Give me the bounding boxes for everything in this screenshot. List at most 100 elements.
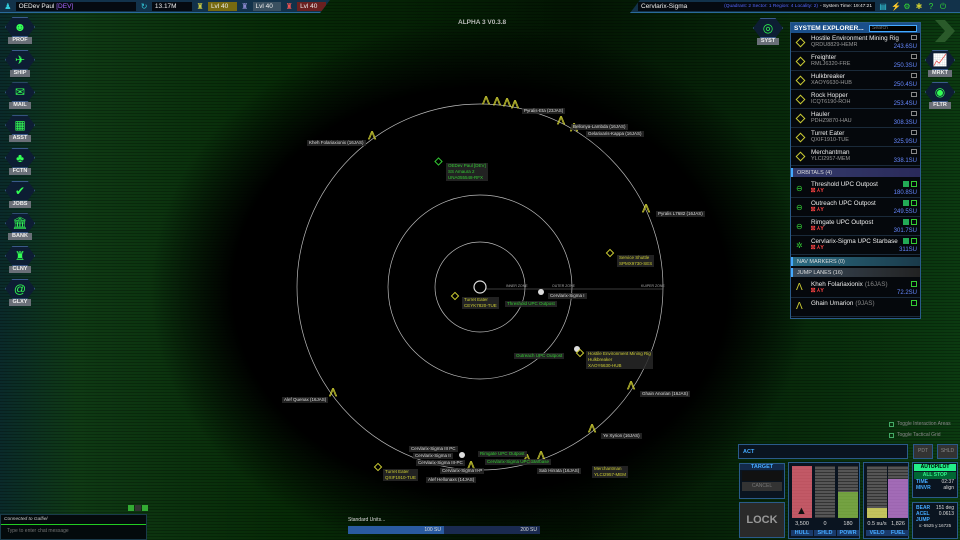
nav-fltr[interactable]: ◉FLTR (923, 82, 957, 112)
orbital-map-tag[interactable]: Cervlarix-Sigma UPC Starbase (485, 459, 552, 465)
orbitals-header[interactable]: ORBITALS (4) (791, 168, 920, 177)
jump-gate-marker[interactable]: Λ (588, 423, 597, 436)
nav-mrkt[interactable]: 📈MRKT (923, 50, 957, 80)
dock-icon[interactable] (903, 181, 909, 187)
nav-clny[interactable]: ♜CLNY (3, 245, 37, 276)
map-label[interactable]: Ye Xyrion (16JAS) (601, 433, 642, 439)
jump-gate-marker[interactable]: Λ (329, 387, 338, 400)
collapse-arrow-icon[interactable] (935, 20, 955, 42)
hail-icon[interactable] (911, 149, 917, 154)
autopilot-button[interactable]: AUTOPILOT (914, 464, 956, 471)
shield-button[interactable]: SHLD (937, 444, 958, 459)
dock-icon[interactable] (903, 219, 909, 225)
chat-minimize-icon[interactable] (128, 505, 134, 511)
star[interactable] (473, 280, 487, 294)
hail-icon[interactable] (911, 54, 917, 59)
ship-marker[interactable] (575, 348, 585, 358)
satellite-icon[interactable]: ⚡ (891, 1, 901, 11)
power-icon[interactable]: ⏻ (939, 1, 947, 11)
pdt-button[interactable]: PDT (913, 444, 933, 459)
map-label[interactable]: Cervlarix-Sigma II-P (440, 468, 485, 474)
navigate-icon[interactable] (911, 238, 917, 244)
jump-lanes-header[interactable]: JUMP LANES (16) (791, 268, 920, 277)
map-label[interactable]: Sab Hirrata (16JAS) (537, 468, 582, 474)
nav-markers-header[interactable]: NAV MARKERS (0) (791, 257, 920, 266)
map-label[interactable]: Pyralis-Eta (23JAS) (522, 108, 566, 114)
jump-gate-marker[interactable]: Λ (503, 97, 512, 110)
ship-marker[interactable] (450, 291, 460, 301)
navigate-icon[interactable] (911, 200, 917, 206)
dock-icon[interactable] (903, 200, 909, 206)
navigate-icon[interactable] (911, 300, 917, 306)
map-label[interactable]: Cervlarix-Sigma II (413, 453, 453, 459)
nav-glxy[interactable]: @GLXY (3, 278, 37, 309)
hail-icon[interactable] (911, 92, 917, 97)
map-label[interactable]: Cervlarix-Sigma I (548, 293, 587, 299)
navigate-icon[interactable] (911, 181, 917, 187)
nav-fctn[interactable]: ♣FCTN (3, 147, 37, 178)
chat-input[interactable] (1, 525, 141, 537)
jump-gate-marker[interactable]: Λ (511, 99, 520, 112)
nav-jobs[interactable]: ✔JOBS (3, 180, 37, 211)
planet-cervlarix-sigma-ii[interactable] (574, 346, 580, 352)
nav-syst[interactable]: ◎SYST (751, 18, 785, 48)
map-label[interactable]: Bellonya-Lambda (16JAS) (571, 124, 628, 130)
nav-asst[interactable]: ▦ASST (3, 115, 37, 145)
cancel-button[interactable]: CANCEL (742, 482, 782, 491)
ship-marker[interactable] (373, 462, 383, 472)
jump-gate-marker[interactable]: Λ (493, 96, 502, 109)
explorer-search[interactable] (869, 24, 917, 32)
hail-icon[interactable] (911, 130, 917, 135)
orbital-map-tag[interactable]: Threshold UPC Outpost (505, 301, 557, 307)
jump-gate-marker[interactable]: Λ (482, 95, 491, 108)
act-bar[interactable]: ACT (738, 444, 908, 459)
jump-gate-marker[interactable]: Λ (557, 115, 566, 128)
jump-gate-marker[interactable]: Λ (467, 460, 476, 473)
planet-cervlarix-sigma-i[interactable] (538, 289, 544, 295)
map-label[interactable]: Alef Quenax (16JAS) (282, 397, 329, 403)
jump-gate-marker[interactable]: Λ (368, 130, 377, 143)
planet-cervlarix-sigma-iii[interactable] (459, 452, 465, 458)
orbital-map-tag[interactable]: Rimgate UPC Outpost (478, 451, 527, 457)
dock-icon[interactable] (903, 238, 909, 244)
player-ship-marker[interactable] (434, 157, 443, 166)
nav-prof[interactable]: ☻PROF (3, 17, 37, 47)
toggle-interaction-areas[interactable]: Toggle Interaction Areas (889, 421, 951, 427)
nav-mail[interactable]: ✉MAIL (3, 82, 37, 112)
chat-popout-icon[interactable] (142, 505, 148, 511)
map-label[interactable]: Kheh Folariaxionix (16JAS) (307, 140, 366, 146)
nav-ship[interactable]: ✈SHIP (3, 49, 37, 80)
settings-gear-icon[interactable]: ⚙ (903, 1, 911, 11)
lock-button[interactable]: LOCK (739, 502, 785, 538)
map-label[interactable]: Alef Hellonaxs (14JAS) (426, 477, 477, 483)
hail-icon[interactable] (911, 111, 917, 116)
map-label[interactable]: Gelarixaris-Kappa (16JAS) (586, 131, 644, 137)
bug-report-icon[interactable]: ✱ (915, 1, 923, 11)
player-name-field[interactable]: OEDev Paul [DEV] (15, 1, 137, 11)
ship-marker[interactable] (605, 248, 615, 258)
help-icon[interactable]: ? (928, 1, 934, 11)
navigate-icon[interactable] (911, 281, 917, 287)
jump-gate-marker[interactable]: Λ (627, 380, 636, 393)
toggle-tactical-grid[interactable]: Toggle Tactical Grid (889, 432, 941, 438)
chat-resize-icon[interactable] (135, 505, 141, 511)
nav-bank[interactable]: 🏛BANK (3, 213, 37, 243)
map-label[interactable]: Cervlarix-Sigma III PC (409, 446, 458, 452)
all-stop-button[interactable]: ALL STOP (914, 472, 956, 479)
